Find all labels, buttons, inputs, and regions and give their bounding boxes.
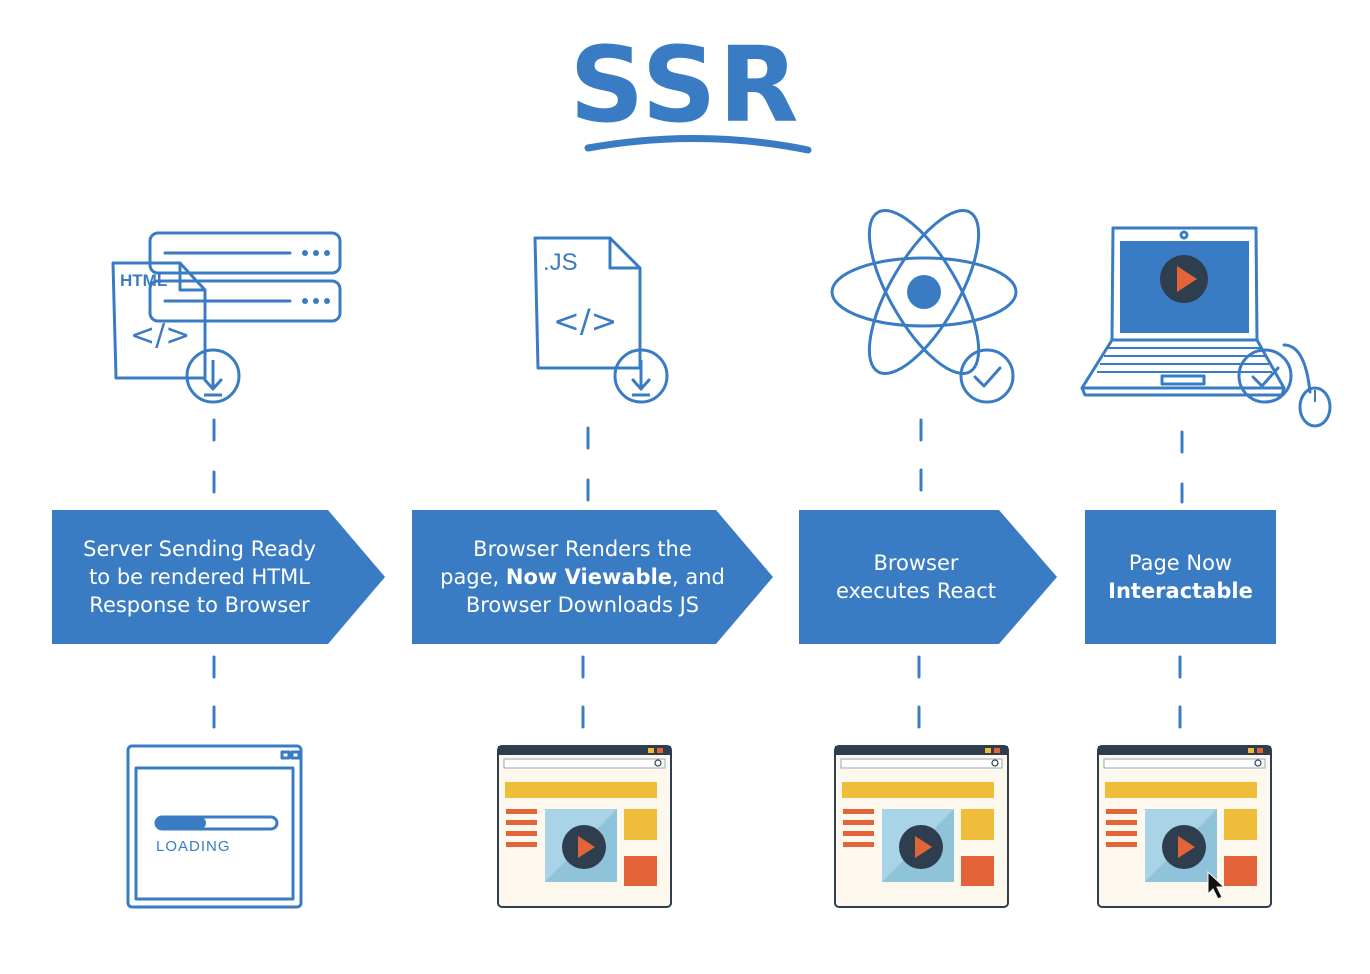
- step-emphasis: Now Viewable: [505, 565, 673, 589]
- page-browser-window: [1097, 745, 1272, 908]
- play-triangle-icon: [915, 836, 932, 858]
- text-line: [1106, 842, 1137, 847]
- window-control: [657, 748, 663, 753]
- step-line: Page Now: [1128, 551, 1233, 575]
- page-browser-window: [497, 745, 672, 908]
- step-browser-renders: Browser Renders the page, Now Viewable, …: [412, 510, 773, 644]
- window-control: [994, 748, 1000, 753]
- step-browser-executes: Browser executes React: [799, 510, 1057, 644]
- download-badge-icon: [613, 348, 669, 404]
- play-triangle-icon: [1178, 836, 1195, 858]
- side-block: [961, 809, 994, 840]
- mouse-cursor-icon: [1207, 870, 1226, 900]
- side-block: [961, 856, 994, 886]
- page-browser-window: [834, 745, 1009, 908]
- browser-titlebar: [498, 746, 671, 755]
- checkmark-badge-icon: [1237, 348, 1293, 404]
- step-line: Server Sending Ready: [83, 537, 316, 561]
- dashed-connector: [212, 418, 1184, 504]
- step-line: Interactable: [1108, 577, 1253, 605]
- address-bar: [840, 758, 1003, 769]
- step-line: to be rendered HTML: [89, 565, 310, 589]
- text-line: [1106, 820, 1137, 825]
- browser-titlebar: [1098, 746, 1271, 755]
- step-text: page,: [440, 565, 506, 589]
- header-banner: [505, 782, 657, 798]
- side-block: [1224, 809, 1257, 840]
- search-icon: [654, 759, 662, 767]
- step-emphasis: Interactable: [1108, 579, 1253, 603]
- step-text: , and: [672, 565, 725, 589]
- text-line: [1106, 831, 1137, 836]
- react-atom-icon: [830, 209, 1018, 375]
- text-line: [506, 809, 537, 814]
- js-file-label: .JS: [543, 249, 578, 276]
- download-badge-icon: [185, 348, 241, 404]
- step-line: Browser Downloads JS: [465, 593, 700, 617]
- step-line: Browser: [873, 551, 959, 575]
- html-file-label: HTML: [120, 271, 167, 290]
- diagram-title: SSR: [569, 24, 801, 146]
- address-bar: [503, 758, 666, 769]
- text-line: [843, 820, 874, 825]
- window-control: [1257, 748, 1263, 753]
- checkmark-badge-icon: [959, 348, 1015, 404]
- laptop-icon: [1080, 226, 1332, 428]
- header-banner: [1105, 782, 1257, 798]
- text-line: [506, 842, 537, 847]
- page-browser-windows: [497, 745, 1272, 908]
- address-bar: [1103, 758, 1266, 769]
- browser-titlebar: [835, 746, 1008, 755]
- text-line: [843, 831, 874, 836]
- js-file-icon: .JS </>: [533, 236, 642, 370]
- text-line: [1106, 809, 1137, 814]
- window-control: [648, 748, 654, 753]
- title-underline: [584, 134, 812, 154]
- play-triangle-icon: [578, 836, 595, 858]
- step-page-interactable: Page Now Interactable: [1085, 510, 1276, 644]
- step-line: executes React: [835, 579, 997, 603]
- text-line: [506, 831, 537, 836]
- window-control: [985, 748, 991, 753]
- side-block: [624, 809, 657, 840]
- search-icon: [1254, 759, 1262, 767]
- html-file-icon: HTML </>: [111, 261, 207, 380]
- text-line: [843, 842, 874, 847]
- loading-browser-window: LOADING: [126, 744, 303, 909]
- header-banner: [842, 782, 994, 798]
- step-line: Browser Renders the: [473, 537, 692, 561]
- side-block: [1224, 856, 1257, 886]
- html-code-glyph: </>: [130, 318, 190, 353]
- text-line: [506, 820, 537, 825]
- side-block: [624, 856, 657, 886]
- step-server-sending: Server Sending Ready to be rendered HTML…: [52, 510, 385, 644]
- search-icon: [991, 759, 999, 767]
- step-line: Response to Browser: [89, 593, 310, 617]
- window-control: [1248, 748, 1254, 753]
- js-code-glyph: </>: [553, 302, 617, 340]
- text-line: [843, 809, 874, 814]
- loading-label: LOADING: [156, 838, 231, 855]
- step-line: page, Now Viewable, and: [440, 563, 725, 591]
- loading-progress-fill: [156, 817, 206, 829]
- server-icon: [148, 231, 342, 323]
- dashed-connector: [212, 655, 1182, 729]
